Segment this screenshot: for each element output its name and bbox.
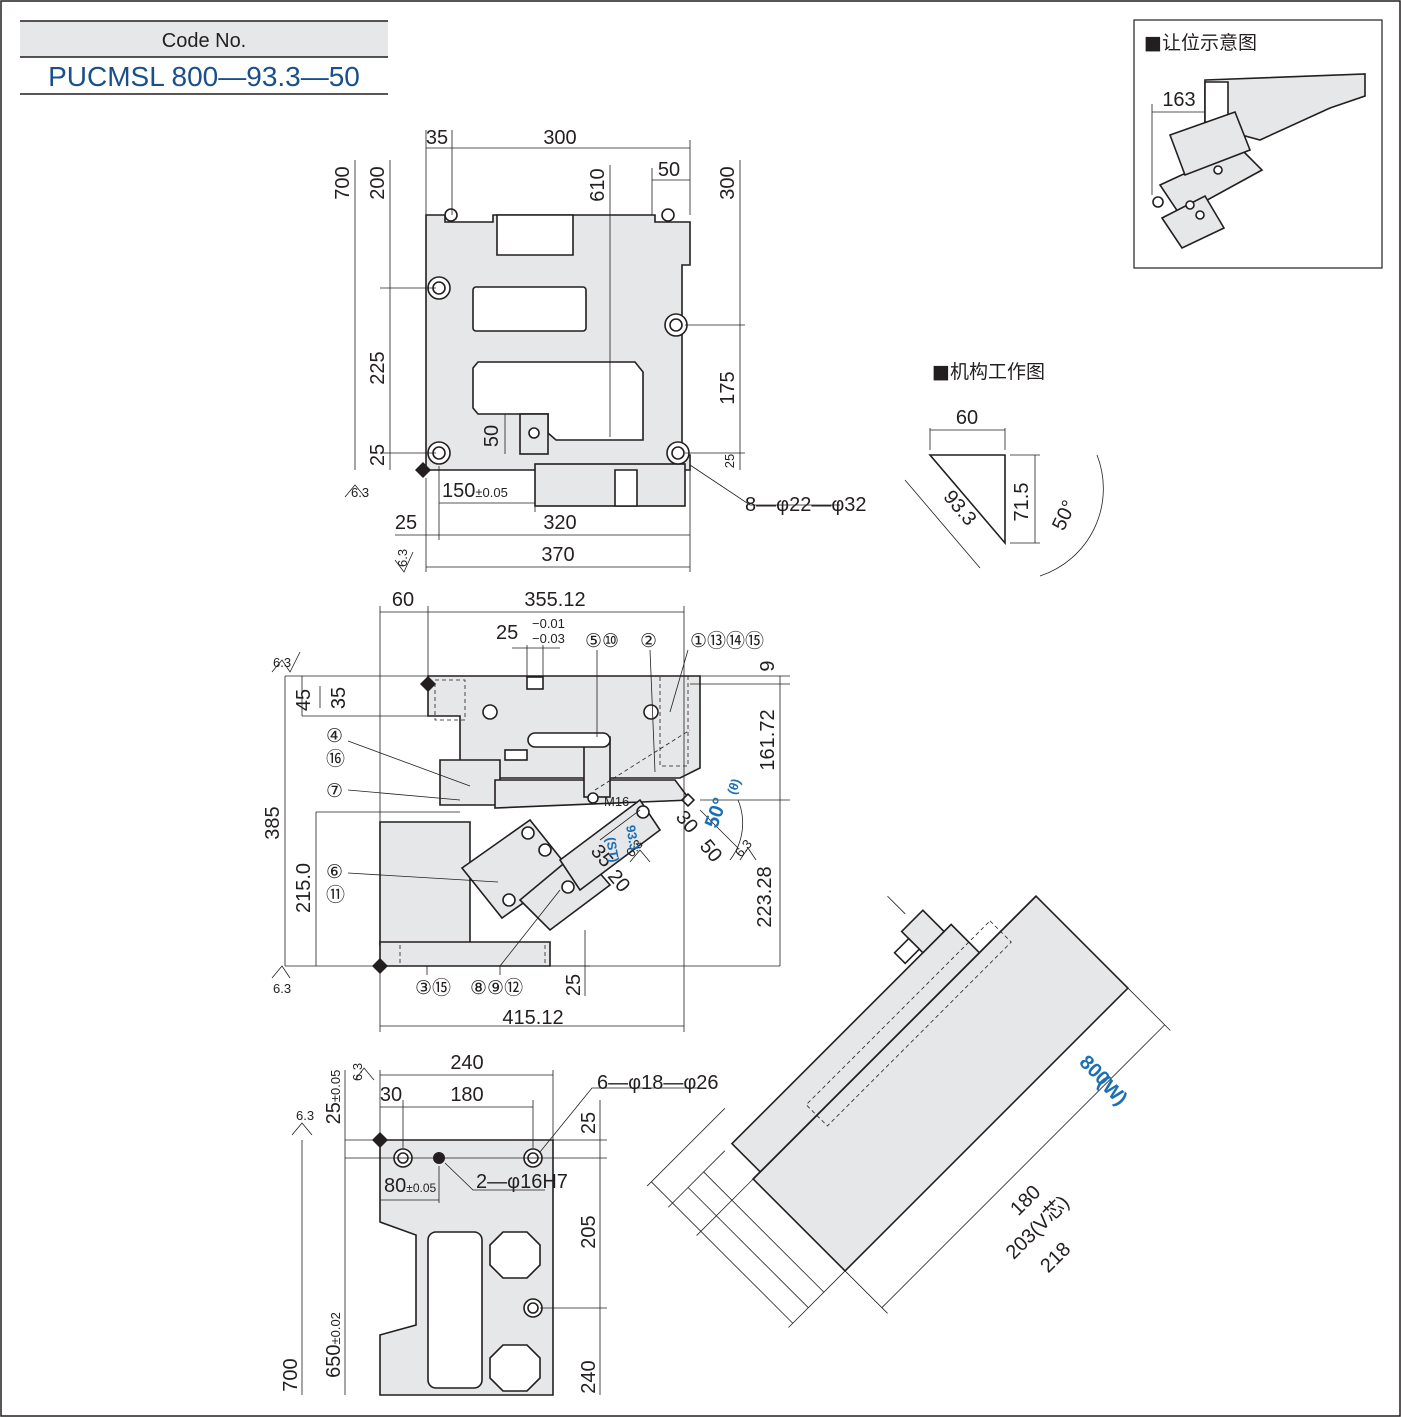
top-dim-300: 300 [543,127,576,149]
mech-stroke: 93.3 [939,486,981,530]
top-dim-175: 175 [717,371,739,404]
bottom-dim-205: 205 [578,1215,600,1248]
top-dim-200: 200 [367,166,389,199]
side-dim-9: 9 [757,660,779,671]
top-dim-35: 35 [426,127,448,149]
side-dim-35-top: 35 [328,687,350,709]
callout-8-9-12: ⑧⑨⑫ [470,977,523,999]
side-fit-lower: −0.03 [532,631,565,646]
clearance-dim: 163 [1162,89,1195,111]
bottom-dim-25-tol: 25±0.05 [323,1070,345,1125]
bottom-pin-callout: 2—φ16H7 [476,1171,568,1193]
clearance-title: ■让位示意图 [1144,32,1257,54]
mech-width: 60 [956,407,978,429]
side-roughness-2: 6.3 [273,981,291,996]
top-dim-25-bottom: 25 [395,512,417,534]
side-dim-25-bottom: 25 [563,974,585,996]
bottom-roughness-1: 6.3 [350,1063,365,1081]
clearance-inset: ■让位示意图 163 [1133,19,1383,269]
iso-view [646,895,1171,1328]
side-dim-215: 215.0 [293,863,315,913]
callout-16: ⑯ [326,748,345,770]
bottom-dim-240-right: 240 [578,1360,600,1393]
top-dim-50: 50 [658,159,680,181]
side-dim-45: 45 [293,689,315,711]
side-stroke: 93.3 [623,824,642,852]
code-header: Code No. PUCMSL 800—93.3—50 [20,20,388,95]
top-dim-370: 370 [541,544,574,566]
mechanism-title: ■机构工作图 [932,361,1045,383]
top-dim-25-right: 25 [722,454,737,468]
callout-4: ④ [326,725,343,747]
bottom-dim-700: 700 [280,1358,302,1391]
side-dim-60: 60 [392,589,414,611]
callout-11: ⑪ [326,884,345,906]
callout-5-10: ⑤⑩ [585,630,619,652]
top-dim-50-slot: 50 [481,425,503,447]
side-dim-161: 161.72 [757,709,779,770]
mech-angle: 50° [1048,497,1081,534]
mechanism-inset: ■机构工作图 60 71.5 93.3 50° [904,361,1104,577]
bottom-dim-25-right: 25 [578,1112,600,1134]
bottom-dim-180: 180 [450,1084,483,1106]
code-label: Code No. [162,30,247,52]
callout-7: ⑦ [326,780,343,802]
bottom-dim-80-tol: 80±0.05 [384,1175,437,1197]
bottom-dim-30: 30 [380,1084,402,1106]
side-angle-sym: (θ) [724,777,743,797]
side-thread: M16 [604,794,629,809]
code-value: PUCMSL 800—93.3—50 [48,61,360,92]
top-dim-25-left: 25 [367,444,389,466]
top-hole-callout: 8—φ22—φ32 [745,494,867,516]
callout-2: ② [640,630,657,652]
side-roughness-1: 6.3 [273,655,291,670]
top-dim-700: 700 [332,166,354,199]
side-dim-30: 30 [671,807,702,838]
side-dim-385: 385 [262,806,284,839]
bottom-roughness-2: 6.3 [296,1108,314,1123]
bottom-dim-240: 240 [450,1052,483,1074]
top-roughness-2: 6.3 [395,549,410,567]
side-dim-fit: 25 [496,622,518,644]
top-view: 35 300 50 610 700 200 225 25 300 175 25 … [332,127,867,573]
top-dim-610: 610 [587,168,609,201]
side-dim-355: 355.12 [524,589,585,611]
side-roughness-3: 6.3 [732,836,755,859]
callout-6: ⑥ [326,861,343,883]
bottom-view: 240 30 180 25±0.05 80±0.05 650±0.02 700 … [280,1052,719,1396]
side-dim-50: 50 [695,836,726,867]
top-dim-300-right: 300 [717,166,739,199]
iso-dim-218: 218 [1036,1238,1075,1277]
top-dim-225: 225 [367,351,389,384]
side-stroke-sym: (ST) [603,836,622,864]
bottom-hole-callout: 6—φ18—φ26 [597,1072,719,1094]
mech-rise: 71.5 [1011,483,1033,522]
callout-3-15: ③⑮ [415,977,451,999]
top-roughness-1: 6.3 [351,485,369,500]
side-view: 60 355.12 25 −0.01 −0.03 9 161.72 45 35 … [262,589,790,1032]
side-dim-415: 415.12 [502,1007,563,1029]
top-dim-150-tol: 150±0.05 [442,480,508,502]
bottom-dim-650-tol: 650±0.02 [323,1312,345,1378]
side-dim-223: 223.28 [754,866,776,927]
side-fit-upper: −0.01 [532,616,565,631]
callout-1-13-14-15: ①⑬⑭⑮ [690,630,764,652]
top-dim-320: 320 [543,512,576,534]
